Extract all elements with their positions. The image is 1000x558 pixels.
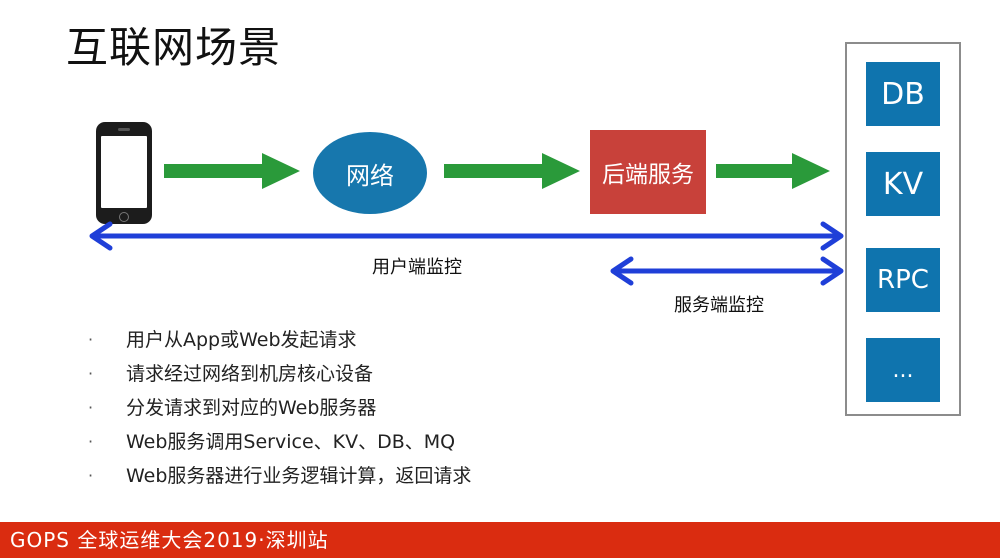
user-monitor-label: 用户端监控: [372, 257, 462, 278]
rpc-node: RPC: [866, 248, 940, 312]
phone-screen: [101, 136, 147, 208]
footer-banner: GOPS 全球运维大会2019·深圳站: [0, 522, 1000, 558]
service-monitor-label: 服务端监控: [674, 295, 764, 316]
phone-speaker: [118, 128, 130, 131]
flow-arrow-phone-to-network: [164, 153, 300, 189]
flow-arrow-network-to-backend: [444, 153, 580, 189]
user-monitor-arrow: [89, 221, 844, 251]
bullet-list: 用户从App或Web发起请求 请求经过网络到机房核心设备 分发请求到对应的Web…: [88, 326, 471, 496]
bullet-item: 请求经过网络到机房核心设备: [88, 360, 471, 394]
page-title: 互联网场景: [66, 23, 282, 72]
bullet-item: Web服务器进行业务逻辑计算，返回请求: [88, 462, 471, 496]
phone-home-button: [119, 212, 129, 222]
more-node: ...: [866, 338, 940, 402]
flow-arrow-backend-to-store: [716, 153, 830, 189]
storage-group: [845, 42, 961, 416]
network-node: 网络: [313, 132, 427, 214]
bullet-item: Web服务调用Service、KV、DB、MQ: [88, 428, 471, 462]
bullet-item: 用户从App或Web发起请求: [88, 326, 471, 360]
backend-service-node: 后端服务: [590, 130, 706, 214]
db-node: DB: [866, 62, 940, 126]
kv-node: KV: [866, 152, 940, 216]
bullet-item: 分发请求到对应的Web服务器: [88, 394, 471, 428]
phone-icon: [96, 122, 152, 224]
service-monitor-arrow: [610, 256, 844, 286]
